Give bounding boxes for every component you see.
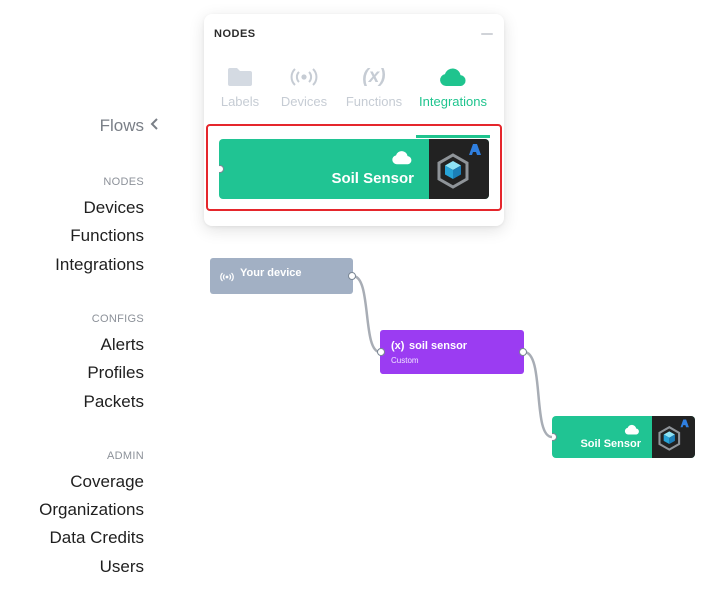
tab-integrations[interactable]: Integrations: [416, 64, 490, 138]
sidebar-item-packets[interactable]: Packets: [83, 392, 144, 411]
node-label: soil sensor: [409, 340, 468, 352]
function-icon: (x): [391, 340, 405, 352]
edge-device-to-function: [352, 274, 381, 354]
tab-devices[interactable]: Devices: [276, 64, 332, 138]
highlight-box: [206, 124, 502, 211]
flows-header[interactable]: Flows: [0, 116, 160, 136]
panel-title: NODES: [214, 28, 256, 40]
sidebar-item-devices[interactable]: Devices: [83, 198, 144, 217]
node-subtitle: Custom: [391, 356, 419, 365]
broadcast-icon: [276, 64, 332, 90]
sidebar-item-integrations[interactable]: Integrations: [55, 255, 144, 274]
sidebar: Flows NODES Devices Functions Integratio…: [0, 0, 160, 616]
sidebar-item-organizations[interactable]: Organizations: [39, 500, 144, 519]
output-port[interactable]: [519, 348, 527, 356]
flow-function-node[interactable]: (x) soil sensor Custom: [377, 330, 527, 374]
section-heading-admin: ADMIN: [107, 450, 144, 462]
tab-labels[interactable]: Labels: [214, 64, 266, 138]
output-port[interactable]: [348, 272, 356, 280]
sidebar-item-alerts[interactable]: Alerts: [100, 335, 144, 354]
tab-label: Labels: [220, 94, 260, 109]
sidebar-item-users[interactable]: Users: [99, 557, 144, 576]
input-port[interactable]: [552, 433, 557, 441]
cloud-icon: [416, 64, 490, 90]
azure-iot-hub-icon: [429, 139, 489, 199]
tab-label: Functions: [345, 94, 403, 109]
node-label: Soil Sensor: [580, 438, 641, 450]
node-label: Soil Sensor: [331, 170, 414, 187]
sidebar-item-coverage[interactable]: Coverage: [70, 472, 144, 491]
tab-functions[interactable]: (x) Functions: [342, 64, 406, 138]
chevron-left-icon[interactable]: [150, 117, 160, 135]
panel-integration-node[interactable]: Soil Sensor: [219, 139, 489, 199]
flow-device-node[interactable]: Your device: [210, 258, 356, 294]
sidebar-item-profiles[interactable]: Profiles: [87, 363, 144, 382]
tab-label: Integrations: [419, 94, 487, 109]
function-icon: (x): [362, 66, 386, 87]
input-port[interactable]: [377, 348, 385, 356]
flows-title: Flows: [99, 116, 144, 135]
input-port[interactable]: [219, 165, 224, 173]
flow-integration-node[interactable]: Soil Sensor: [552, 416, 695, 458]
cloud-icon: [391, 150, 413, 170]
section-heading-configs: CONFIGS: [91, 313, 144, 325]
azure-iot-hub-icon: [652, 416, 695, 458]
node-type-tabs: Labels Devices (x) Functions Integration…: [214, 64, 500, 138]
section-heading-nodes: NODES: [103, 176, 144, 188]
folder-icon: [214, 64, 266, 90]
node-label: Your device: [240, 267, 302, 279]
minimize-icon[interactable]: [481, 33, 493, 35]
broadcast-icon: [220, 269, 234, 287]
sidebar-item-data-credits[interactable]: Data Credits: [49, 528, 144, 547]
active-tab-indicator: [416, 135, 490, 138]
cloud-icon: [624, 422, 640, 440]
edge-function-to-integration: [523, 350, 553, 439]
sidebar-item-functions[interactable]: Functions: [70, 226, 144, 245]
tab-label: Devices: [280, 94, 328, 109]
